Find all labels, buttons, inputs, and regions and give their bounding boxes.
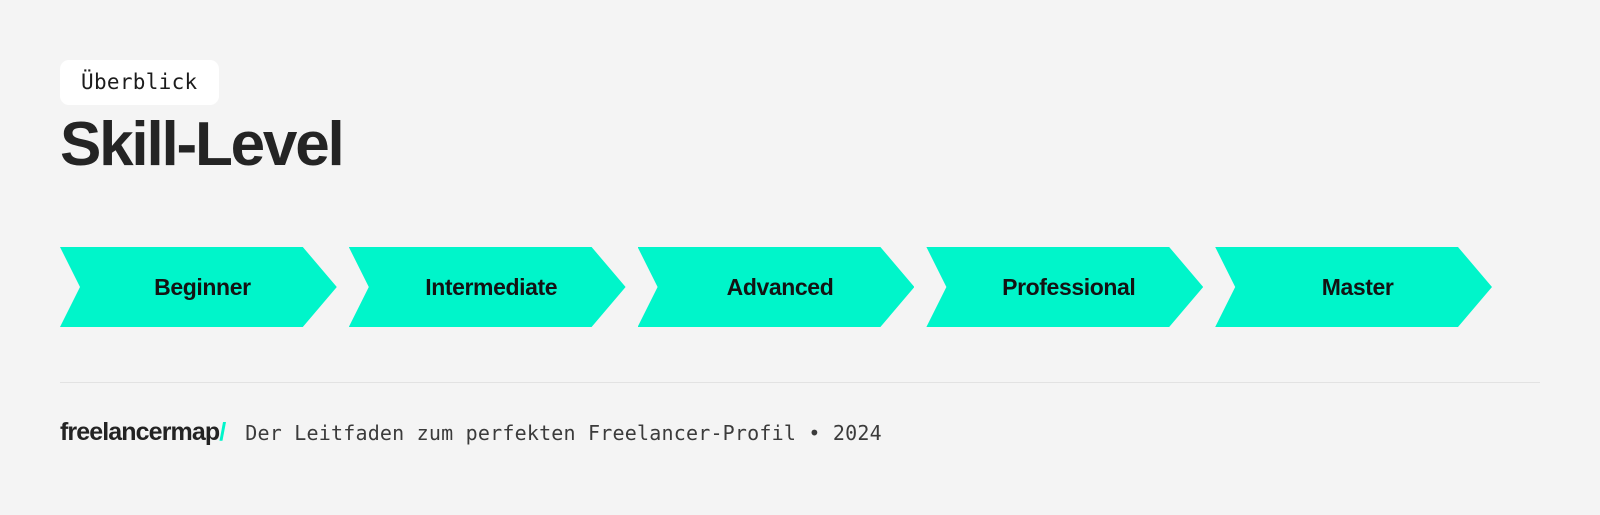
skill-level-step-advanced[interactable]: Advanced [638,247,915,327]
skill-level-label: Advanced [726,273,834,300]
skill-level-label: Professional [1002,273,1136,300]
footer-tagline: Der Leitfaden zum perfekten Freelancer-P… [245,421,882,445]
brand-logo-text: freelancermap [60,418,220,446]
section-badge: Überblick [60,60,219,105]
page-title: Skill-Level [60,110,345,179]
footer: freelancermap / Der Leitfaden zum perfek… [60,418,882,447]
skill-level-label: Beginner [154,273,251,300]
skill-level-step-intermediate[interactable]: Intermediate [349,247,626,327]
skill-level-chevron-strip: Beginner Intermediate Advanced Professio… [60,247,1492,327]
skill-level-step-beginner[interactable]: Beginner [60,247,337,327]
skill-level-label: Intermediate [425,273,558,300]
footer-divider [60,382,1540,383]
skill-level-step-professional[interactable]: Professional [926,247,1203,327]
skill-level-step-master[interactable]: Master [1215,247,1492,327]
brand-logo-slash: / [219,418,226,446]
skill-level-label: Master [1321,273,1394,300]
